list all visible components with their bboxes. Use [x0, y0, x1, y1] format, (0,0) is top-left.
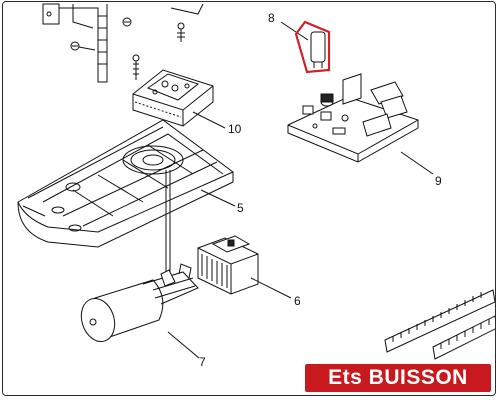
leader-8: [280, 21, 309, 41]
callout-5: 5: [237, 201, 244, 215]
screw-mid: [170, 3, 204, 42]
callout-10: 10: [228, 122, 242, 136]
leader-7: [167, 331, 200, 359]
mounting-bracket: [42, 3, 108, 83]
rack-segments: [384, 289, 495, 360]
diagram-frame: 8 9 10 5 6 7 Ets BUISSON: [2, 1, 496, 396]
motor-part-7: [80, 263, 199, 342]
part-8-highlight: [294, 20, 331, 74]
transformer-part-6: [197, 235, 259, 295]
screw-left: [70, 41, 96, 51]
exploded-diagram: [17, 3, 495, 360]
leader-5: [200, 189, 236, 207]
leader-9: [400, 151, 434, 175]
base-plate-part-5: [17, 119, 234, 248]
drive-shaft: [165, 170, 171, 274]
callout-7: 7: [199, 355, 206, 369]
callout-8: 8: [268, 11, 275, 25]
brand-logo: Ets BUISSON: [305, 364, 491, 392]
control-board-part-9: [287, 73, 419, 163]
screw-top: [122, 17, 132, 27]
leader-6: [250, 277, 292, 299]
gear-housing-part-10: [132, 69, 214, 127]
callout-6: 6: [294, 294, 301, 308]
capacitor-part-8: [310, 31, 326, 68]
leader-10: [192, 111, 226, 129]
callout-9: 9: [435, 174, 442, 188]
screw-housing: [132, 54, 140, 80]
